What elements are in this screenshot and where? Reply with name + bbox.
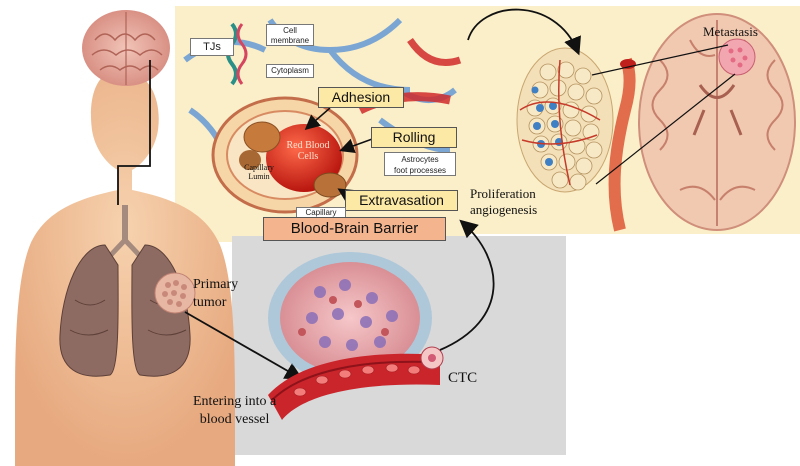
cytoplasm-label: Cytoplasm [266,64,314,78]
bbb-to-brain-arrow [467,8,581,56]
cluster-to-lesion-line-bottom [595,73,736,185]
proliferating-cell-cluster [516,47,614,193]
blood-brain-barrier-label: Blood-Brain Barrier [263,217,446,241]
brain-vessel [608,57,636,232]
ctc-label: CTC [448,370,478,386]
rolling-label: Rolling [371,127,457,148]
red-blood-cells-label: Red Blood Cells [286,140,330,162]
tjs-label: TJs [190,38,234,56]
primary-tumor-icon [154,272,196,314]
head-brain-icon [82,10,170,86]
cell-membrane-label: Cell membrane [266,24,314,46]
ctc-to-bbb-arrow [439,219,495,351]
primary-tumor-label: Primary tumor [193,277,239,310]
entering-blood-vessel-label: Entering into a blood vessel [193,394,277,427]
bbb-illustration [183,17,462,214]
adhesion-label: Adhesion [318,87,404,108]
cluster-to-lesion-line-top [591,44,729,76]
capillary-lumen-label: Capillary Lumin [244,163,274,181]
rolling-pointer-arrow [339,137,376,153]
adhesion-pointer-arrow [304,107,331,130]
extravasation-label: Extravasation [345,190,458,211]
brain-cross-section [638,13,796,231]
tumor-to-vessel-arrow [184,311,304,380]
proliferation-angiogenesis-label: Proliferation angiogenesis [470,186,538,217]
brain-to-lung-connector [117,60,151,205]
astrocytes-label: Astrocytes foot processes [384,152,456,176]
metastasis-label: Metastasis [703,24,758,39]
tumor-tissue-vessel-illustration [268,252,444,420]
lungs-icon [59,205,191,377]
